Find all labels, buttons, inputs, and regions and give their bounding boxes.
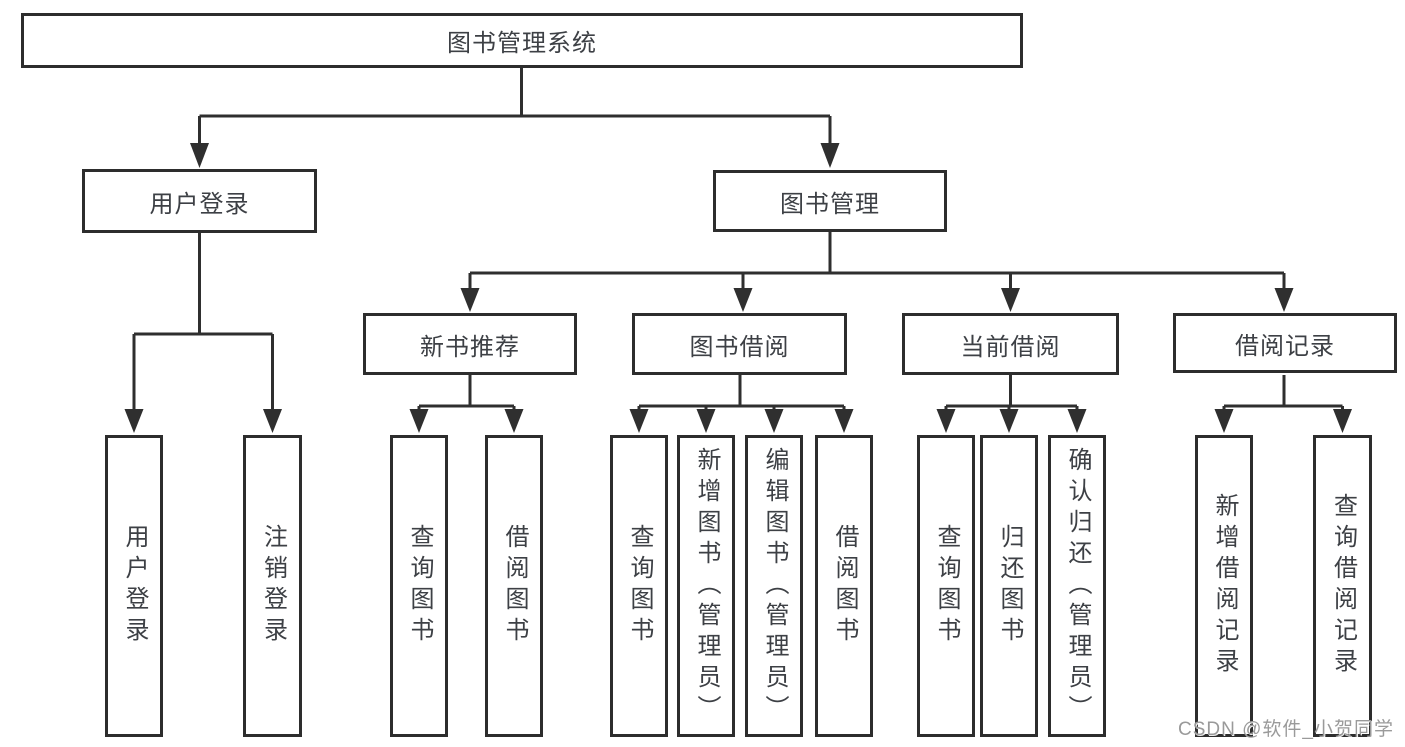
leaf-logout: 注销登录 [243, 435, 302, 737]
leaf-query-books-borrowing-label: 查询图书 [626, 524, 653, 648]
leaf-query-borrow-record: 查询借阅记录 [1313, 435, 1372, 737]
leaf-query-books-borrowing: 查询图书 [610, 435, 668, 737]
leaf-query-books-current: 查询图书 [917, 435, 975, 737]
leaf-edit-books-admin-label: 编辑图书（管理员） [761, 446, 788, 726]
node-user-login-label: 用户登录 [149, 190, 250, 218]
node-root-label: 图书管理系统 [447, 30, 597, 57]
leaf-query-books-recommend: 查询图书 [390, 435, 448, 737]
leaf-borrow-books-recommend-label: 借阅图书 [501, 524, 528, 648]
node-current-borrowing: 当前借阅 [902, 313, 1119, 375]
leaf-add-borrow-record-label: 新增借阅记录 [1211, 493, 1238, 679]
leaf-edit-books-admin: 编辑图书（管理员） [745, 435, 803, 737]
node-current-borrowing-label: 当前借阅 [960, 333, 1061, 361]
node-borrowing-records-label: 借阅记录 [1235, 332, 1335, 360]
leaf-return-books: 归还图书 [980, 435, 1038, 737]
node-user-login: 用户登录 [82, 169, 317, 233]
arrowheads [124, 143, 1352, 433]
leaf-return-books-label: 归还图书 [996, 524, 1023, 648]
leaf-borrow-books-borrowing-label: 借阅图书 [831, 524, 858, 648]
watermark: CSDN @软件_小贺同学 [1178, 719, 1394, 740]
node-new-book-recommend: 新书推荐 [363, 313, 577, 375]
leaf-logout-label: 注销登录 [259, 524, 287, 648]
node-book-management-label: 图书管理 [780, 190, 880, 218]
node-book-borrowing-label: 图书借阅 [689, 333, 790, 361]
leaf-confirm-return-admin: 确认归还（管理员） [1048, 435, 1106, 737]
leaf-add-books-admin: 新增图书（管理员） [677, 435, 735, 737]
node-book-management: 图书管理 [713, 170, 947, 232]
node-new-book-recommend-label: 新书推荐 [420, 333, 520, 361]
node-book-borrowing: 图书借阅 [632, 313, 847, 375]
leaf-borrow-books-recommend: 借阅图书 [485, 435, 543, 737]
leaf-query-books-recommend-label: 查询图书 [406, 524, 433, 648]
leaf-add-books-admin-label: 新增图书（管理员） [693, 446, 720, 726]
node-borrowing-records: 借阅记录 [1173, 313, 1397, 373]
leaf-confirm-return-admin-label: 确认归还（管理员） [1064, 446, 1091, 726]
leaf-query-books-current-label: 查询图书 [933, 524, 960, 648]
leaf-add-borrow-record: 新增借阅记录 [1195, 435, 1253, 737]
leaf-user-login: 用户登录 [105, 435, 163, 737]
leaf-query-borrow-record-label: 查询借阅记录 [1329, 493, 1357, 679]
leaf-user-login-label: 用户登录 [121, 524, 148, 648]
leaf-borrow-books-borrowing: 借阅图书 [815, 435, 873, 737]
node-root: 图书管理系统 [21, 13, 1023, 68]
